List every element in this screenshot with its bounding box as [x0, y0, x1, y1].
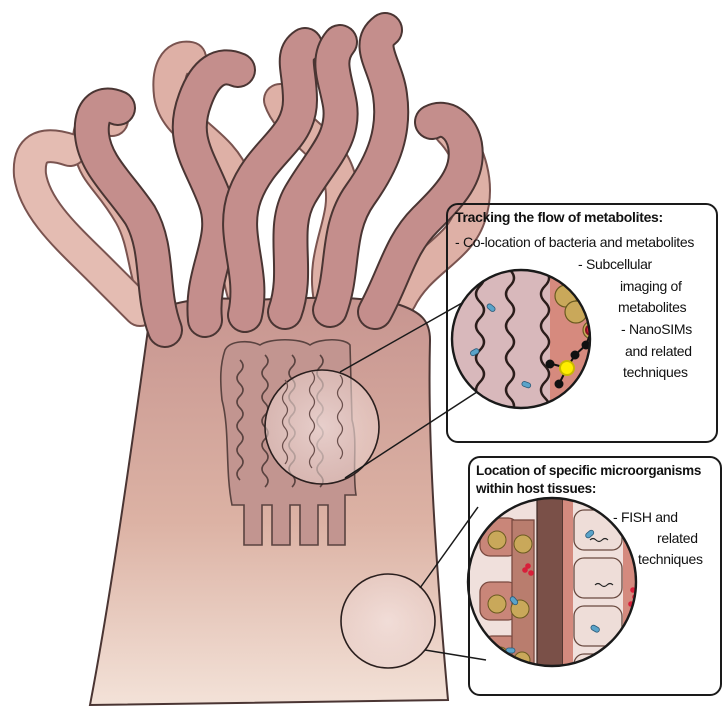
panel-top-bullet-2-line-3: metabolites: [618, 299, 686, 316]
panel-top-bullet-3-line-2: and related: [625, 343, 692, 360]
panel-bottom-bullet-1-line-2: related: [657, 530, 698, 547]
panel-top-bullet-3-line-1: - NanoSIMs: [621, 321, 692, 338]
panel-top-title: Tracking the flow of metabolites:: [455, 209, 663, 226]
panel-top-bullet-1: - Co-location of bacteria and metabolite…: [455, 234, 694, 251]
panel-bottom-title-line-2: within host tissues:: [476, 481, 596, 497]
panel-bottom-bullet-1-line-1: - FISH and: [613, 509, 678, 526]
panel-bottom-title-line-1: Location of specific microorganisms: [476, 463, 701, 479]
panel-top-bullet-2-line-2: imaging of: [620, 278, 682, 295]
panel-top-bullet-3-line-3: techniques: [623, 364, 688, 381]
panel-bottom-bullet-1-line-3: techniques: [638, 551, 703, 568]
panel-top-bullet-2-line-1: - Subcellular: [578, 256, 652, 273]
lens-circle-bottom: [341, 574, 435, 668]
